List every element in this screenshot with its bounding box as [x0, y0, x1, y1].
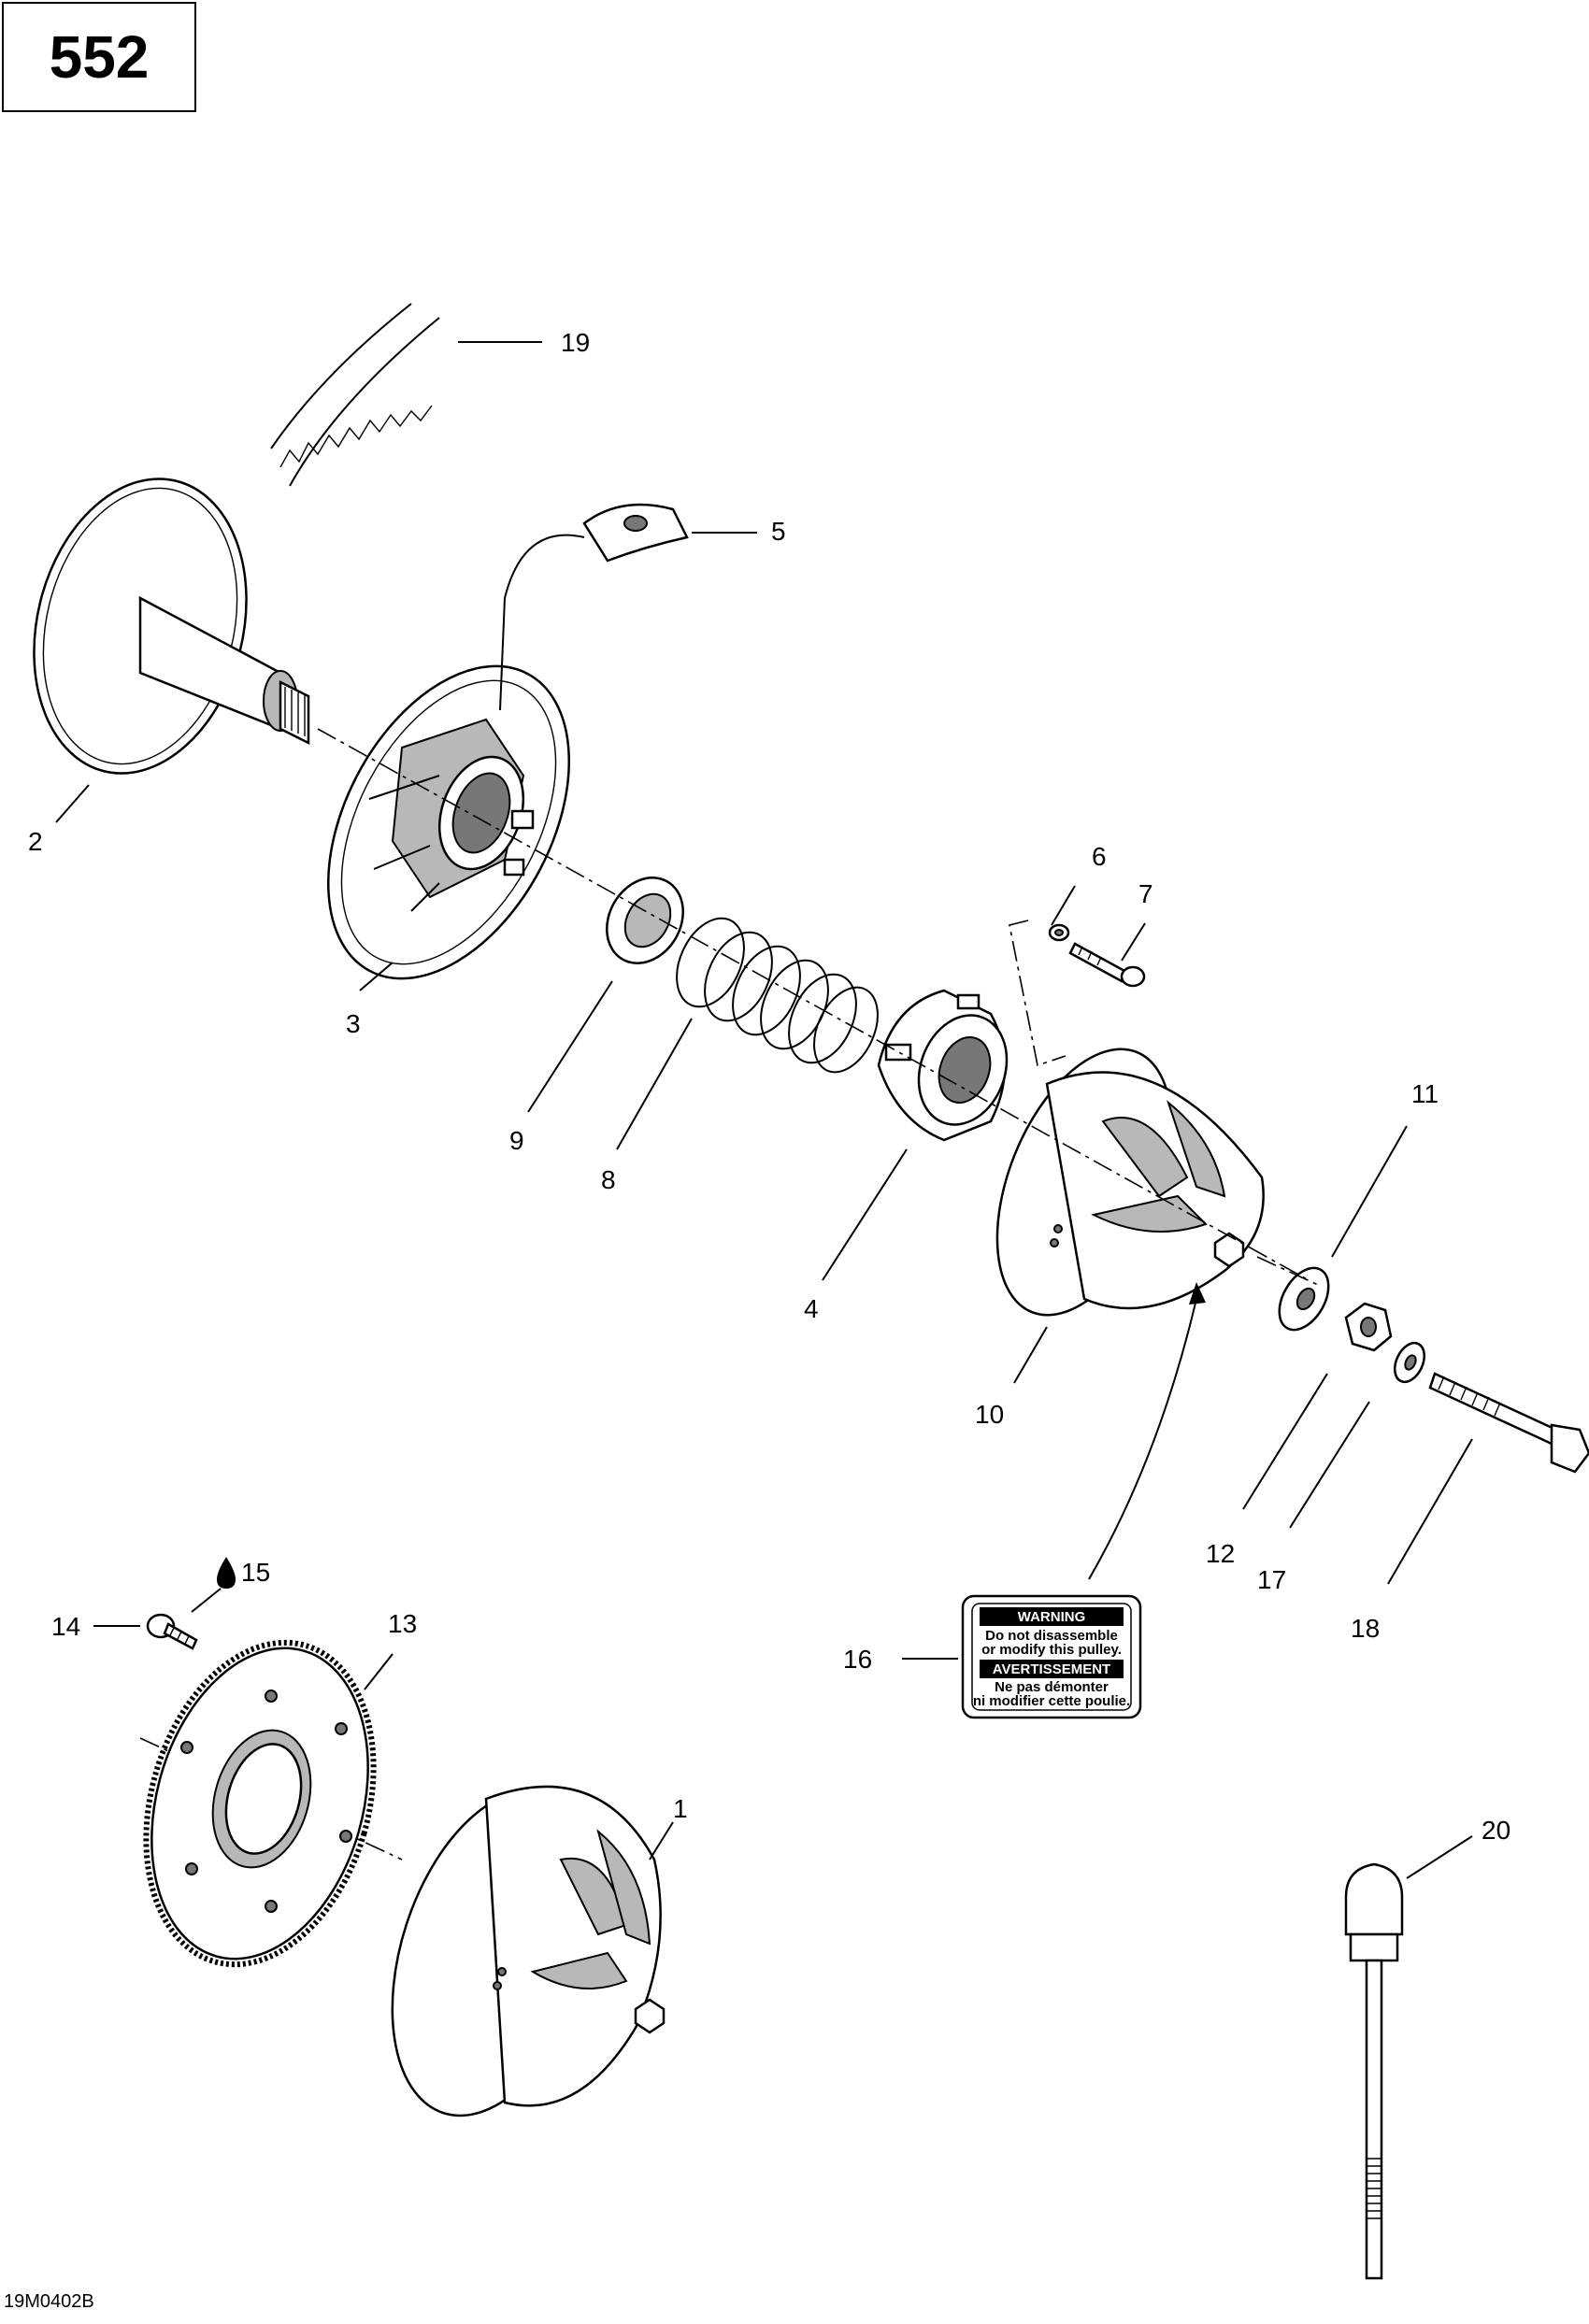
callout-8: 8 [601, 1165, 616, 1194]
part-9-spring-seat [606, 877, 684, 964]
callout-14: 14 [51, 1612, 80, 1641]
callout-12: 12 [1206, 1539, 1235, 1568]
warning-header-en: WARNING [1018, 1609, 1086, 1625]
callout-16: 16 [843, 1645, 872, 1674]
part-1-drive-pulley [391, 1785, 666, 2117]
callout-4: 4 [804, 1294, 819, 1323]
warning-label-arrow [1088, 1282, 1206, 1580]
callout-9: 9 [509, 1126, 524, 1155]
part-11-washer [1278, 1266, 1330, 1332]
part-4-cam-hub [877, 989, 1009, 1142]
leader-lines [55, 341, 1473, 1879]
callout-18: 18 [1351, 1614, 1380, 1643]
callout-2: 2 [28, 827, 43, 856]
part-10-outer-sheave [995, 1048, 1265, 1317]
part-16-warning-label: WARNING Do not disassemble or modify thi… [961, 1594, 1142, 1719]
page-number: 552 [49, 23, 150, 91]
callout-17: 17 [1257, 1565, 1286, 1594]
callout-13: 13 [388, 1609, 417, 1638]
part-18-bolt [1428, 1372, 1589, 1474]
part-13-ring-gear [143, 1639, 377, 1968]
part-2-fixed-sheave [33, 478, 310, 775]
part-7-screw [1068, 942, 1146, 988]
part-19-drive-belt [270, 303, 440, 487]
warning-header-fr: AVERTISSEMENT [993, 1661, 1110, 1677]
part-8-spring [676, 917, 879, 1074]
callout-11: 11 [1411, 1079, 1439, 1108]
warning-line-1: Do not disassemble [985, 1628, 1118, 1644]
part-5-slider-shoe [499, 503, 689, 711]
warning-line-2: or modify this pulley. [981, 1642, 1122, 1658]
callout-5: 5 [771, 517, 786, 546]
callout-6: 6 [1092, 842, 1107, 871]
figure-code: 19M0402B [4, 2291, 94, 2312]
callout-20: 20 [1482, 1816, 1510, 1845]
callout-19: 19 [561, 328, 590, 357]
part-12-nut [1344, 1302, 1393, 1352]
part-20-puller-tool [1344, 1862, 1404, 2280]
page-number-box: 552 [2, 2, 196, 112]
warning-line-4: ni modifier cette poulie. [973, 1693, 1130, 1709]
callout-10: 10 [975, 1400, 1004, 1429]
part-6-washer [1048, 923, 1070, 942]
threadlocker-drop-icon [217, 1557, 236, 1589]
part-14-screw [146, 1613, 198, 1650]
callout-labels: 1 2 3 4 5 6 7 8 9 10 11 12 13 14 15 16 1… [28, 328, 1510, 1845]
callout-15: 15 [241, 1558, 270, 1587]
callout-1: 1 [673, 1794, 688, 1823]
warning-line-3: Ne pas démonter [995, 1679, 1109, 1695]
part-3-movable-sheave [327, 664, 570, 980]
callout-7: 7 [1138, 879, 1153, 908]
callout-3: 3 [346, 1009, 361, 1038]
part-17-lock-washer [1394, 1341, 1425, 1384]
